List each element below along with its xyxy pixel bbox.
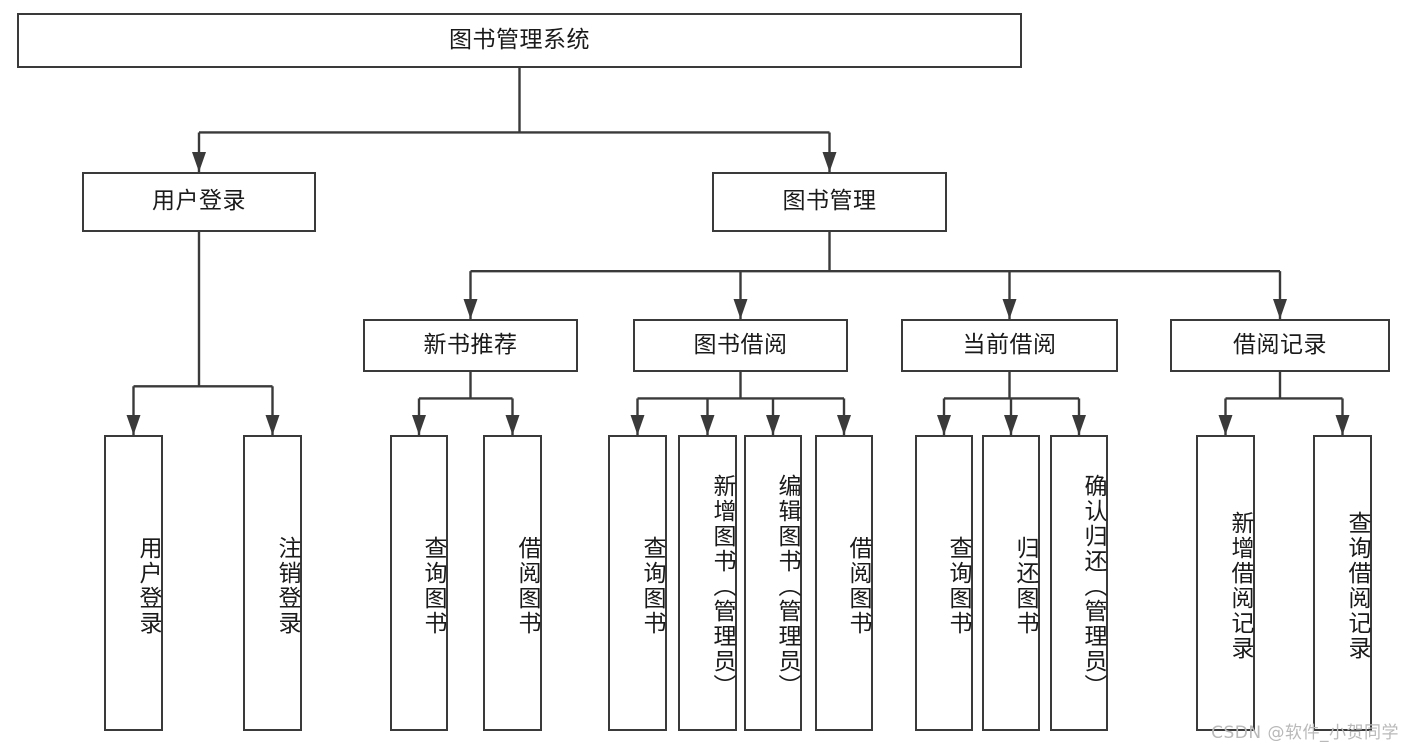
node-label: 图书管理系统 bbox=[449, 26, 590, 53]
node-label: 图书借阅 bbox=[693, 331, 788, 358]
node-label: 图书管理 bbox=[782, 188, 877, 215]
node-label: 新书推荐 bbox=[423, 331, 518, 358]
node-leaf-query-book[interactable]: 查询图书 bbox=[608, 435, 667, 731]
node-label: 查询借阅记录 bbox=[1344, 511, 1370, 661]
node-leaf-query-book-cur[interactable]: 查询图书 bbox=[915, 435, 973, 731]
arrowhead bbox=[733, 299, 748, 319]
node-leaf-query-borrow-record[interactable]: 查询借阅记录 bbox=[1313, 435, 1372, 731]
arrowhead bbox=[192, 152, 206, 172]
arrowhead bbox=[766, 415, 780, 435]
node-leaf-edit-book-admin[interactable]: 编辑图书（管理员） bbox=[744, 435, 802, 731]
arrowhead bbox=[1002, 299, 1017, 319]
node-label: 编辑图书（管理员） bbox=[774, 473, 800, 699]
node-leaf-confirm-return-admin[interactable]: 确认归还（管理员） bbox=[1050, 435, 1108, 731]
node-leaf-borrow-book[interactable]: 借阅图书 bbox=[815, 435, 873, 731]
node-current-borrow[interactable]: 当前借阅 bbox=[901, 319, 1118, 372]
node-borrow-record[interactable]: 借阅记录 bbox=[1170, 319, 1390, 372]
arrowhead bbox=[505, 415, 520, 435]
arrowhead bbox=[126, 415, 141, 435]
node-leaf-query-book-rec[interactable]: 查询图书 bbox=[390, 435, 448, 731]
node-leaf-add-borrow-record[interactable]: 新增借阅记录 bbox=[1196, 435, 1255, 731]
arrowhead bbox=[630, 415, 645, 435]
arrowhead bbox=[1218, 415, 1233, 435]
arrowhead bbox=[1335, 415, 1350, 435]
node-label: 归还图书 bbox=[1012, 536, 1038, 636]
node-label: 确认归还（管理员） bbox=[1080, 473, 1106, 699]
node-label: 新增借阅记录 bbox=[1227, 511, 1253, 661]
node-label: 新增图书（管理员） bbox=[709, 473, 735, 699]
arrowhead bbox=[700, 415, 715, 435]
arrowhead bbox=[937, 415, 951, 435]
node-leaf-user-login[interactable]: 用户登录 bbox=[104, 435, 163, 731]
node-book-borrow[interactable]: 图书借阅 bbox=[633, 319, 848, 372]
node-root[interactable]: 图书管理系统 bbox=[17, 13, 1022, 68]
node-leaf-return-book[interactable]: 归还图书 bbox=[982, 435, 1040, 731]
node-label: 借阅图书 bbox=[514, 536, 540, 636]
node-label: 当前借阅 bbox=[962, 331, 1057, 358]
node-label: 用户登录 bbox=[152, 188, 246, 215]
arrowhead bbox=[837, 415, 851, 435]
node-label: 查询图书 bbox=[639, 536, 665, 636]
node-leaf-borrow-book-rec[interactable]: 借阅图书 bbox=[483, 435, 542, 731]
node-label: 借阅记录 bbox=[1233, 331, 1327, 358]
node-label: 注销登录 bbox=[274, 536, 300, 636]
node-leaf-add-book-admin[interactable]: 新增图书（管理员） bbox=[678, 435, 737, 731]
node-label: 查询图书 bbox=[420, 536, 446, 636]
node-book-manage[interactable]: 图书管理 bbox=[712, 172, 947, 232]
node-new-book-recommend[interactable]: 新书推荐 bbox=[363, 319, 578, 372]
arrowhead bbox=[463, 299, 478, 319]
arrowhead bbox=[1072, 415, 1086, 435]
node-user-login[interactable]: 用户登录 bbox=[82, 172, 316, 232]
arrowhead bbox=[265, 415, 280, 435]
arrowhead bbox=[1273, 299, 1287, 319]
arrowhead bbox=[412, 415, 426, 435]
node-leaf-logout-login[interactable]: 注销登录 bbox=[243, 435, 302, 731]
node-label: 借阅图书 bbox=[845, 536, 871, 636]
node-label: 查询图书 bbox=[945, 536, 971, 636]
node-label: 用户登录 bbox=[135, 536, 161, 636]
arrowhead bbox=[1004, 415, 1018, 435]
watermark-text: CSDN @软件_小贺同学 bbox=[1211, 723, 1399, 743]
arrowhead bbox=[822, 152, 837, 172]
